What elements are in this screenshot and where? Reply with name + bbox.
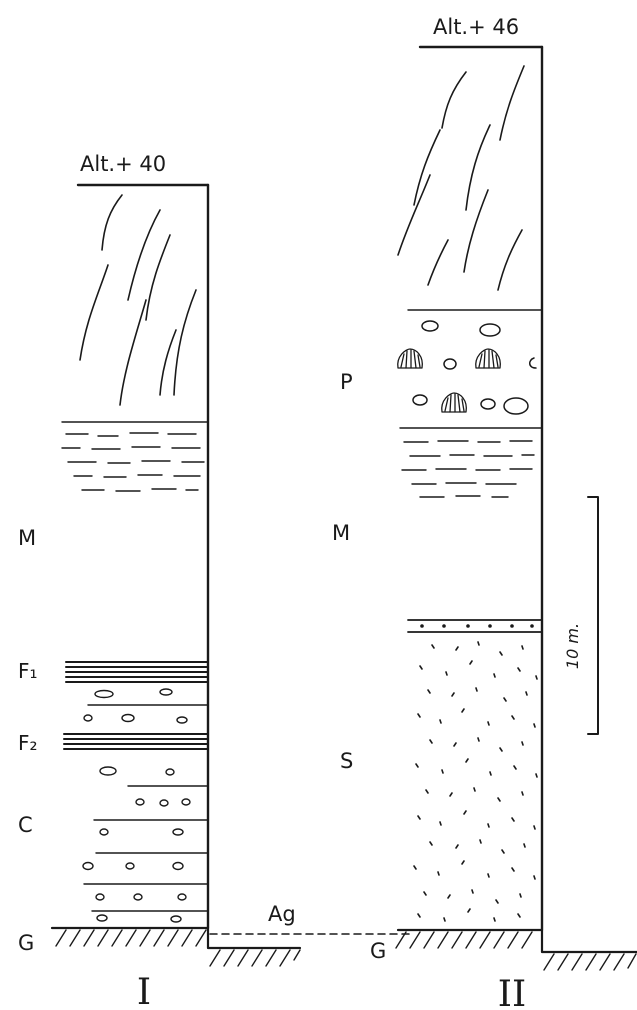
column-1-altitude-label: Alt.+ 40 [80,152,166,176]
column-1-f1-band [66,662,208,682]
column-2-soil-hatch [398,66,524,290]
column-1: Alt.+ 40 [18,152,300,1010]
column-2-pebbles [413,321,536,414]
column-2-numeral: II [498,974,526,1010]
column-1-marl-dashes [62,433,204,491]
column-1-label-f2: F₂ [18,731,38,755]
column-2-sand-top-dots [420,624,534,628]
column-1-soil-hatch [80,195,196,405]
column-1-label-m: M [18,526,36,550]
ag-label: Ag [268,902,296,926]
column-1-numeral: I [137,972,151,1010]
column-1-label-f1: F₁ [18,659,38,683]
column-2-marl-dashes [402,441,534,497]
column-2-label-g: G [370,939,386,963]
column-2-sand-top-lines [408,620,542,632]
column-1-label-c: C [18,813,33,837]
column-1-gravel-pebbles-upper [84,689,187,723]
column-2-altitude-label: Alt.+ 46 [433,15,519,39]
scale-bar-line [588,497,598,734]
column-2-label-m: M [332,521,350,545]
column-1-label-g: G [18,931,34,955]
scale-bar: 10 m. [563,497,598,734]
column-2-sand-stipple [414,642,537,921]
column-2-label-s: S [340,749,353,773]
column-2: Alt.+ 46 [332,15,637,1010]
column-2-label-p: P [340,370,353,394]
scale-bar-label: 10 m. [563,623,582,669]
column-1-conglomerate [83,767,208,922]
column-1-f2-band [64,734,208,749]
